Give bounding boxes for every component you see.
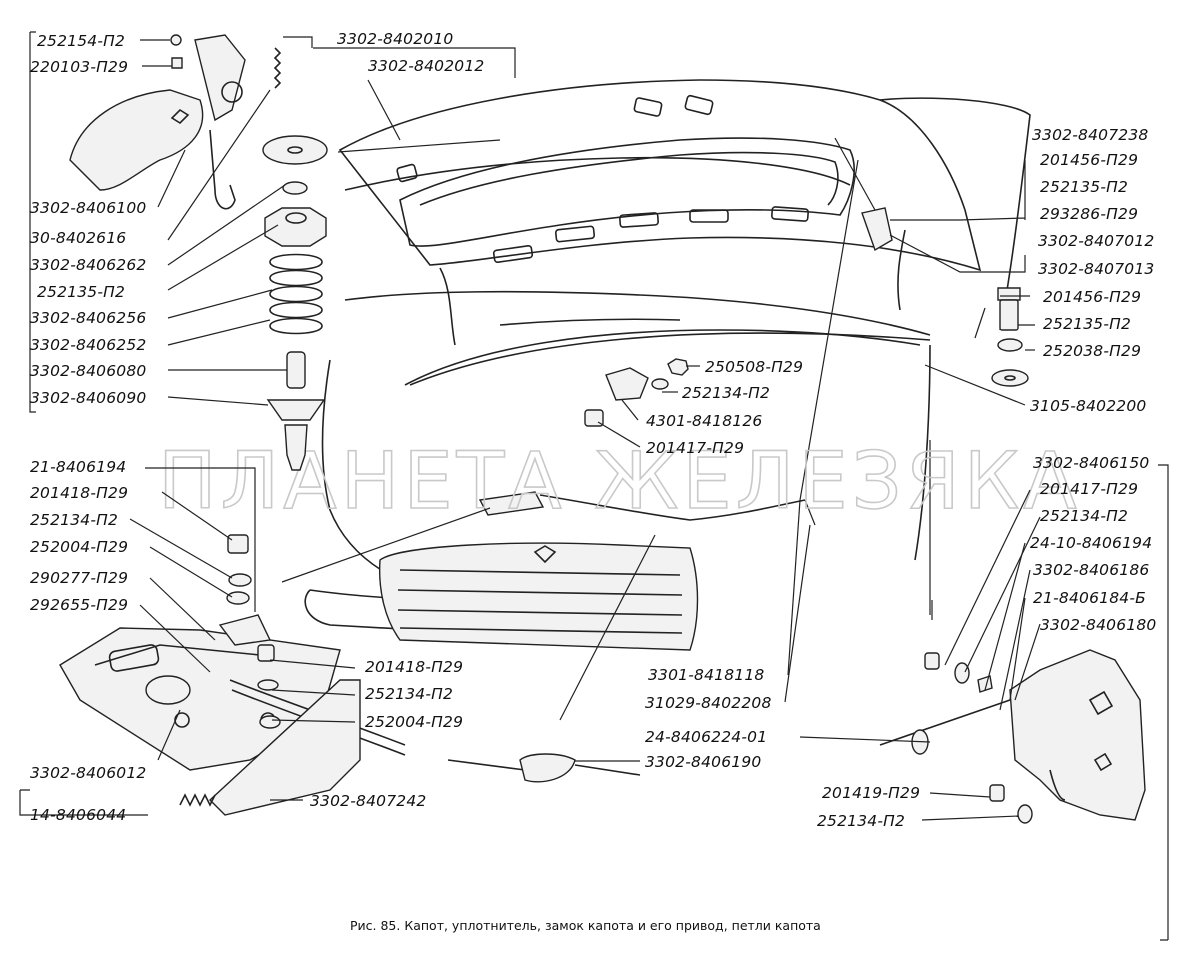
part-label: 201418-П29 <box>30 484 128 502</box>
part-label: 3302-8406012 <box>30 764 146 782</box>
part-label: 3302-8406252 <box>30 336 146 354</box>
part-label: 3302-8406100 <box>30 199 146 217</box>
part-label: 3302-8406262 <box>30 256 146 274</box>
part-label: 3302-8402010 <box>337 30 453 48</box>
part-label: 3301-8418118 <box>648 666 764 684</box>
part-labels: 252154-П2 220103-П29 3302-8402010 3302-8… <box>30 30 1156 830</box>
part-label: 14-8406044 <box>30 806 126 824</box>
part-label: 3302-8407238 <box>1032 126 1148 144</box>
part-label: 3302-8406090 <box>30 389 146 407</box>
hood-bumper-assembly <box>69 34 328 471</box>
part-label: 3302-8406080 <box>30 362 146 380</box>
cable-clip <box>447 753 641 783</box>
part-label: 3302-8406180 <box>1040 616 1156 634</box>
part-label: 3302-8406150 <box>1033 454 1149 472</box>
part-label: 252134-П2 <box>1040 507 1128 525</box>
watermark: ПЛАНЕТА ЖЕЛЕЗЯКА <box>158 437 1081 527</box>
part-label: 293286-П29 <box>1040 205 1138 223</box>
part-label: 252134-П2 <box>682 384 770 402</box>
part-label: 3302-8406186 <box>1033 561 1149 579</box>
part-label: 252135-П2 <box>1040 178 1128 196</box>
part-label: 201417-П29 <box>646 439 744 457</box>
figure-caption: Рис. 85. Капот, уплотнитель, замок капот… <box>350 918 821 933</box>
part-label: 252134-П2 <box>30 511 118 529</box>
part-label: 3105-8402200 <box>1030 397 1146 415</box>
part-label: 252135-П2 <box>1043 315 1131 333</box>
part-label: 252004-П29 <box>30 538 128 556</box>
part-label: 3302-8407242 <box>310 792 426 810</box>
part-label: 252135-П2 <box>37 283 125 301</box>
lock-release-assembly <box>879 600 1146 824</box>
part-label: 252004-П29 <box>365 713 463 731</box>
part-label: 290277-П29 <box>30 569 128 587</box>
part-label: 201456-П29 <box>1040 151 1138 169</box>
part-label: 201417-П29 <box>1040 480 1138 498</box>
part-label: 292655-П29 <box>30 596 128 614</box>
part-label: 250508-П29 <box>705 358 803 376</box>
part-label: 3302-8407013 <box>1038 260 1154 278</box>
part-label: 252134-П2 <box>817 812 905 830</box>
part-label: 24-8406224-01 <box>645 728 767 746</box>
part-label: 4301-8418126 <box>646 412 762 430</box>
part-label: 252154-П2 <box>37 32 125 50</box>
part-label: 252134-П2 <box>365 685 453 703</box>
part-label: 201456-П29 <box>1043 288 1141 306</box>
part-label: 30-8402616 <box>30 229 126 247</box>
part-label: 21-8406184-Б <box>1033 589 1146 607</box>
part-label: 252038-П29 <box>1043 342 1141 360</box>
leader-lines <box>19 31 1169 941</box>
part-label: 3302-8406256 <box>30 309 146 327</box>
vehicle-drawing <box>281 79 1031 721</box>
part-label: 3302-8407012 <box>1038 232 1154 250</box>
part-label: 21-8406194 <box>30 458 126 476</box>
hood-lock-assembly <box>59 534 406 816</box>
part-label: 201418-П29 <box>365 658 463 676</box>
part-label: 201419-П29 <box>822 784 920 802</box>
part-label: 3302-8402012 <box>368 57 484 75</box>
part-label: 220103-П29 <box>30 58 128 76</box>
part-label: 3302-8406190 <box>645 753 761 771</box>
part-label: 24-10-8406194 <box>1030 534 1152 552</box>
hinge-hardware <box>861 207 1029 387</box>
part-label: 31029-8402208 <box>645 694 772 712</box>
